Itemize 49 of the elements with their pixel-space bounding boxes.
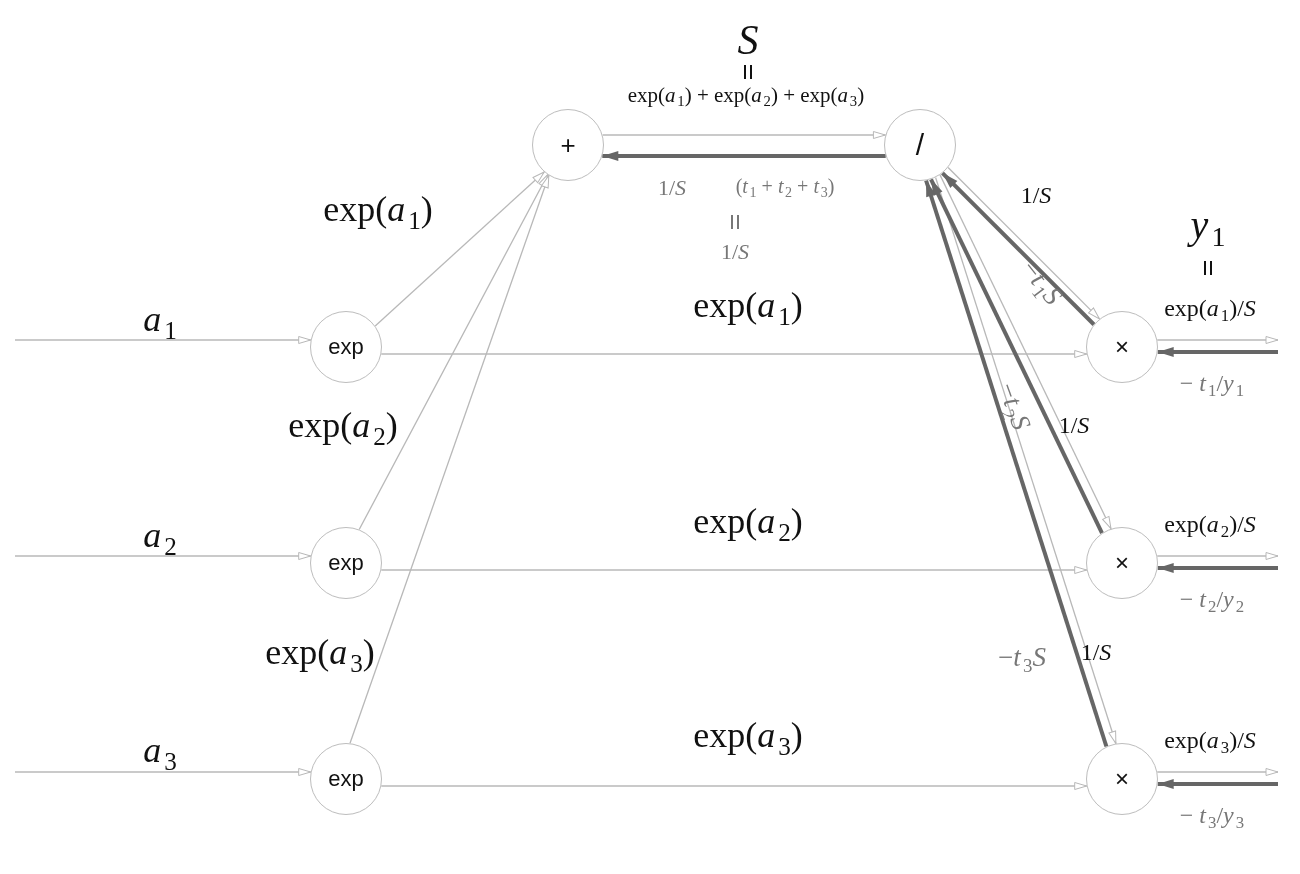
arrow	[602, 151, 886, 161]
edge-label: exp(a$_{1}$) + exp(a$_{2}$) + exp(a$_{3}$)	[627, 84, 865, 110]
edge-label: 1/S	[657, 177, 687, 199]
edge-label: 1/S	[1058, 413, 1090, 437]
edge-label: − t$_{1}$/y$_{1}$	[1179, 370, 1245, 400]
arrow	[1156, 768, 1279, 776]
math-label: (t$_{1}$ + t$_{2}$ + t$_{3}$)	[735, 175, 835, 201]
arrow	[601, 131, 887, 139]
arrow	[380, 566, 1088, 574]
edge-label: a$_{2}$	[143, 517, 177, 559]
edge-label: 1/S	[1020, 183, 1052, 207]
arrow	[1157, 347, 1278, 357]
edge-label: exp(a$_{1}$)	[323, 191, 433, 233]
arrow	[14, 336, 312, 344]
arrow	[1156, 336, 1279, 344]
operator-symbol: /	[915, 128, 925, 162]
arrow	[14, 768, 312, 776]
arrow	[380, 350, 1088, 358]
arrow	[374, 171, 545, 327]
operator-symbol: exp	[328, 334, 364, 360]
edge-label: exp(a$_{1}$)/S	[1164, 295, 1256, 325]
operator-symbol: exp	[328, 550, 364, 576]
arrow	[1157, 563, 1278, 573]
edge-label: exp(a$_{3}$)	[265, 634, 375, 676]
edge-label: 1/S	[1080, 640, 1112, 664]
edge-label: exp(a$_{3}$)/S	[1164, 727, 1256, 757]
arrow	[1156, 552, 1279, 560]
edge-label: − t$_{2}$/y$_{2}$	[1179, 586, 1245, 616]
edge-label: a$_{3}$	[143, 732, 177, 774]
operator-symbol: ×	[1115, 765, 1129, 793]
math-label: 1/S	[720, 241, 750, 263]
edge-label: − t$_{3}$/y$_{3}$	[1179, 802, 1245, 832]
edge-label: −t$_{3}$S	[998, 644, 1046, 676]
edge-label: exp(a$_{2}$)	[288, 407, 398, 449]
operator-symbol: exp	[328, 766, 364, 792]
edge-label: exp(a$_{2}$)/S	[1164, 511, 1256, 541]
operator-symbol: +	[560, 129, 576, 161]
arrow	[14, 552, 312, 560]
operator-symbol: ×	[1115, 549, 1129, 577]
arrow	[358, 174, 549, 531]
edge-label: exp(a$_{3}$)	[693, 717, 803, 759]
math-label: S	[737, 19, 759, 61]
edge-label: exp(a$_{1}$)	[693, 287, 803, 329]
operator-symbol: ×	[1115, 333, 1129, 361]
arrow	[380, 782, 1088, 790]
edge-label: a$_{1}$	[143, 301, 177, 343]
edge-label: exp(a$_{2}$)	[693, 503, 803, 545]
arrow	[1157, 779, 1278, 789]
arrow	[349, 174, 550, 744]
